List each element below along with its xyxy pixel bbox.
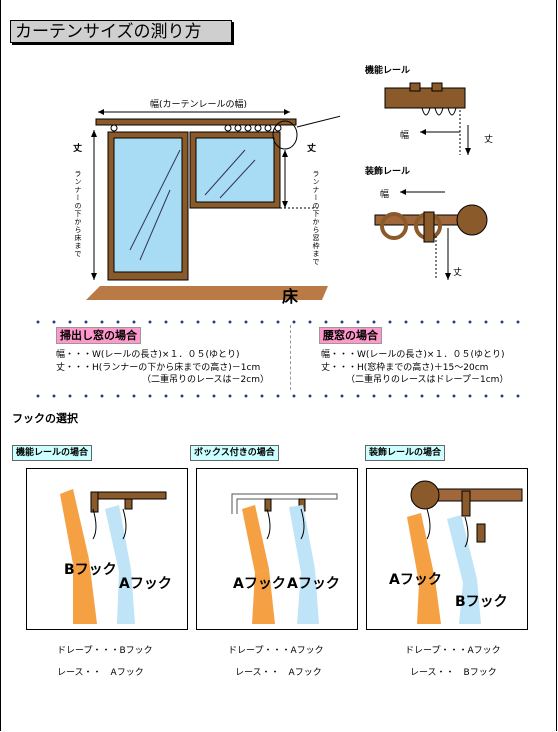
decorative-rail-width: 幅 [380, 190, 390, 200]
bay-window-width: 幅・・・W(レールの長さ)×１．０５(ゆとり) [56, 350, 240, 360]
window-diagram [86, 109, 340, 300]
panel-3-lace: レース・・ Bフック [410, 668, 497, 678]
dotted-divider-top [30, 320, 528, 324]
decorative-rail-drawing [374, 189, 488, 280]
waist-window-width: 幅・・・W(レールの長さ)×１．０５(ゆとり) [321, 350, 505, 360]
panel-1-label-right: Aフック [119, 576, 172, 592]
width-label: 幅(カーテンレールの幅) [150, 100, 248, 110]
panel-2-label-right: Aフック [287, 576, 340, 592]
right-height-label: 丈 [307, 144, 317, 154]
right-vertical-note: ランナーの下から窓枠まで [312, 170, 320, 266]
hook-panel-decorative: Aフック Bフック [366, 468, 528, 630]
page-title: カーテンサイズの測り方 [10, 20, 232, 43]
panel-2-label-left: Aフック [233, 576, 286, 592]
panel-1-heading: 機能レールの場合 [12, 445, 93, 461]
panel-1-drawing [60, 489, 167, 624]
bay-window-note: （二重吊りのレースは－2cm） [142, 375, 269, 385]
bay-window-height: 丈・・・H(ランナーの下から床までの高さ)－1cm [56, 363, 261, 373]
panel-3-heading: 装飾レールの場合 [365, 445, 446, 461]
panel-1-drape: ドレープ・・・Bフック [57, 646, 153, 656]
floor-label: 床 [282, 287, 299, 306]
panel-2-heading: ボックス付きの場合 [190, 445, 279, 461]
panel-3-label-left: Aフック [389, 572, 442, 588]
panel-1-label-left: Bフック [64, 562, 117, 578]
waist-window-height: 丈・・・H(窓枠までの高さ)＋15～20cm [321, 363, 489, 373]
hook-section-title: フックの選択 [12, 412, 78, 425]
functional-rail-width: 幅 [400, 131, 410, 141]
waist-window-heading: 腰窓の場合 [319, 327, 382, 344]
bay-window-heading: 掃出し窓の場合 [56, 327, 141, 344]
functional-rail-drawing [384, 82, 471, 155]
panel-3-label-right: Bフック [455, 594, 508, 610]
waist-window-note: （二重吊りのレースはドレープ－1cm） [346, 375, 509, 385]
hook-panel-box: Aフック Aフック [196, 468, 358, 630]
panel-2-drawing [231, 493, 338, 624]
decorative-rail-height: 丈 [453, 268, 463, 278]
panel-1-lace: レース・・ Aフック [57, 668, 144, 678]
panel-2-lace: レース・・ Aフック [235, 668, 322, 678]
left-height-label: 丈 [73, 144, 83, 154]
left-vertical-note: ランナーの下から床まで [74, 170, 82, 258]
functional-rail-height: 丈 [484, 135, 494, 145]
dotted-divider-bottom [30, 394, 528, 398]
section-divider [290, 325, 292, 390]
panel-3-drape: ドレープ・・・Aフック [405, 646, 501, 656]
functional-rail-title: 機能レール [365, 66, 411, 76]
hook-panel-functional: Bフック Aフック [26, 468, 188, 630]
panel-2-drape: ドレープ・・・Aフック [228, 646, 324, 656]
decorative-rail-title: 装飾レール [365, 167, 411, 177]
panel-3-drawing [407, 480, 523, 624]
